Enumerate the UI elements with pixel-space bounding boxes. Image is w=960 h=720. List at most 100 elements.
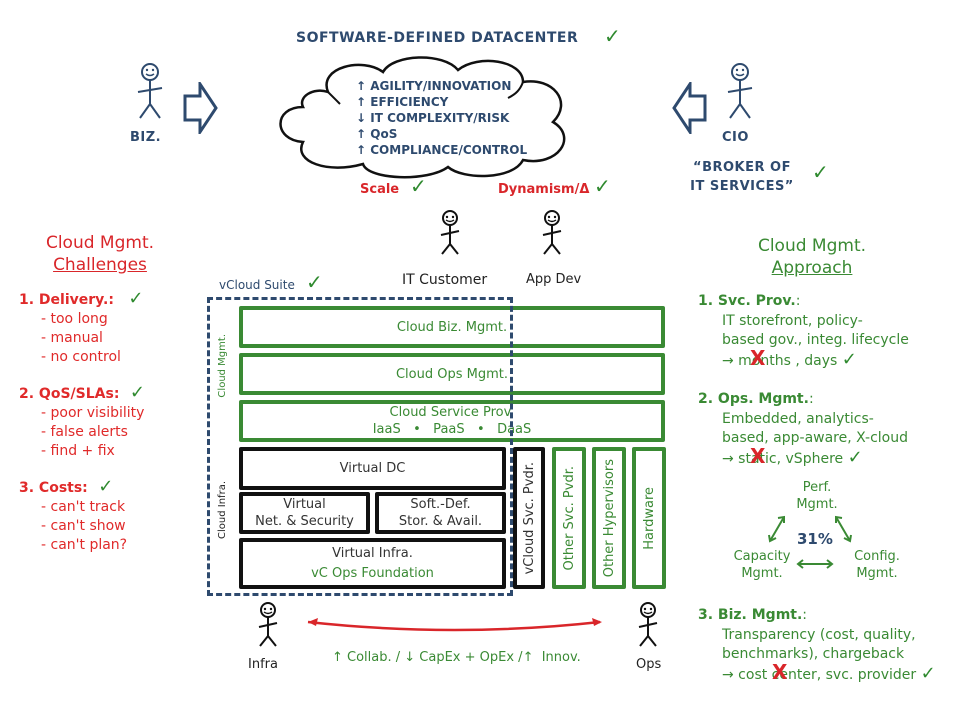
challenges-title: Cloud Mgmt. Challenges <box>20 232 180 276</box>
check-icon: ✓ <box>128 288 144 309</box>
check-icon: ✓ <box>98 476 114 497</box>
check-icon: ✓ <box>847 446 863 468</box>
cloud-biz-mgmt-box: Cloud Biz. Mgmt. <box>239 306 665 348</box>
cloud-mgmt-side-text: Cloud Mgmt. <box>216 334 228 398</box>
cloud-mgmt-side-label: Cloud Mgmt. <box>214 330 230 402</box>
scale-label: Scale <box>360 182 400 197</box>
approach-item-ops-mgmt: 2. Ops. Mgmt.: Embedded, analytics- base… <box>698 390 960 469</box>
it-customer-stick-figure <box>440 210 460 255</box>
approach-title-line: Cloud Mgmt. <box>757 236 867 256</box>
vc-ops-foundation-label: vC Ops Foundation <box>311 566 434 581</box>
right-arrow-icon <box>183 82 218 134</box>
app-dev-label: App Dev <box>526 272 582 287</box>
challenge-sub: - too long <box>41 311 108 327</box>
cloud-service-prov-box: Cloud Service Prov. IaaS • PaaS • DaaS <box>239 400 665 442</box>
cloud-benefit-item: ↓ IT COMPLEXITY/RISK <box>356 111 510 125</box>
other-hypervisors-box: Other Hypervisors <box>592 447 626 589</box>
challenge-sub: - can't track <box>41 499 126 515</box>
collab-text: ↑ Collab. / ↓ CapEx + OpEx /↑ Innov. <box>332 650 581 665</box>
dynamism-label: Dynamism/Δ <box>498 182 590 197</box>
challenge-sub: - false alerts <box>41 424 128 440</box>
cloud-benefit-item: ↑ QoS <box>356 127 398 141</box>
hardware-box: Hardware <box>632 447 666 589</box>
challenge-item: 3. Costs: ✓ - can't track - can't show -… <box>19 478 199 555</box>
soft-def-storage-box: Soft.-Def. Stor. & Avail. <box>375 492 506 534</box>
cio-quote: “BROKER OF IT SERVICES” <box>682 158 802 196</box>
cloud-benefits-list: ↑ AGILITY/INNOVATION ↑ EFFICIENCY ↓ IT C… <box>356 78 527 158</box>
service-types-label: IaaS • PaaS • DaaS <box>372 422 532 437</box>
cloud-benefit-item: ↑ EFFICIENCY <box>356 95 449 109</box>
challenge-head: 3. Costs: <box>19 480 88 496</box>
double-arrow-red <box>307 618 602 632</box>
storage-label: Soft.-Def. <box>410 497 471 512</box>
virtual-dc-box: Virtual DC <box>239 447 506 490</box>
storage-label: Stor. & Avail. <box>398 514 483 529</box>
check-icon: ✓ <box>594 174 611 198</box>
approach-line: Transparency (cost, quality, <box>722 626 916 643</box>
cloud-ops-mgmt-box: Cloud Ops Mgmt. <box>239 353 665 395</box>
approach-line: Embedded, analytics- <box>722 410 874 427</box>
cloud-benefit-item: ↑ AGILITY/INNOVATION <box>356 79 512 93</box>
challenge-sub: - no control <box>41 349 121 365</box>
perf-mgmt-label: Perf. Mgmt. <box>796 480 838 512</box>
left-arrow-icon <box>672 82 707 134</box>
check-icon: ✓ <box>604 24 621 48</box>
biz-stick-figure <box>137 63 163 119</box>
ops-stick-figure <box>638 602 658 647</box>
challenges-title-line: Challenges <box>53 255 147 275</box>
challenge-head: 1. Delivery.: <box>19 292 114 308</box>
approach-line: benchmarks), chargeback <box>722 646 905 662</box>
approach-result: → static, vSphere <box>722 450 844 467</box>
other-svc-pvdr-label: Other Svc. Pvdr. <box>561 465 577 571</box>
approach-item-svc-prov: 1. Svc. Prov.: IT storefront, policy- ba… <box>698 292 960 371</box>
check-icon: ✓ <box>306 270 323 294</box>
vcloud-svc-pvdr-label: vCloud Svc. Pvdr. <box>521 461 537 575</box>
approach-result: → months , days <box>722 352 838 369</box>
approach-head: 2. Ops. Mgmt. <box>698 391 809 407</box>
virtual-net-security-box: Virtual Net. & Security <box>239 492 370 534</box>
hardware-label: Hardware <box>641 486 657 550</box>
check-icon: ✓ <box>129 382 145 403</box>
approach-line: based gov., integ. lifecycle <box>722 332 909 348</box>
ops-label: Ops <box>636 657 662 672</box>
challenge-sub: - poor visibility <box>41 405 145 421</box>
cio-label: CIO <box>722 130 749 145</box>
vcloud-suite-label: vCloud Suite <box>219 278 295 292</box>
net-sec-label: Virtual <box>283 497 326 512</box>
challenge-item: 1. Delivery.: ✓ - too long - manual - no… <box>19 290 199 367</box>
config-mgmt-label: Config. Mgmt. <box>854 549 900 581</box>
approach-line: based, app-aware, X-cloud <box>722 430 908 446</box>
challenge-head: 2. QoS/SLAs: <box>19 386 120 402</box>
cio-quote-line: IT SERVICES” <box>690 179 794 194</box>
check-icon: ✓ <box>841 348 857 370</box>
other-hypervisors-label: Other Hypervisors <box>601 458 617 578</box>
check-icon: ✓ <box>410 174 427 198</box>
approach-item-biz-mgmt: 3. Biz. Mgmt.: Transparency (cost, quali… <box>698 606 960 685</box>
check-icon: ✓ <box>920 662 936 684</box>
virtual-infra-box: Virtual Infra. vC Ops Foundation <box>239 538 506 589</box>
x-mark-icon: X <box>750 443 766 468</box>
cloud-shape <box>279 56 566 179</box>
cloud-infra-side-label: Cloud Infra. <box>214 475 230 545</box>
x-mark-icon: X <box>750 345 766 370</box>
challenge-sub: - can't plan? <box>41 537 128 553</box>
cloud-service-prov-label: Cloud Service Prov. <box>389 405 515 420</box>
challenge-item: 2. QoS/SLAs: ✓ - poor visibility - false… <box>19 384 199 461</box>
check-icon: ✓ <box>812 160 829 184</box>
challenge-sub: - can't show <box>41 518 126 534</box>
it-customer-label: IT Customer <box>402 272 488 288</box>
cloud-ops-mgmt-label: Cloud Ops Mgmt. <box>395 366 509 382</box>
virtual-infra-label: Virtual Infra. <box>332 546 413 561</box>
percent-value: 31% <box>797 530 833 548</box>
triangle-arrows-icon <box>768 515 852 569</box>
biz-label: BIZ. <box>130 130 162 145</box>
approach-title: Cloud Mgmt. Approach <box>732 235 892 279</box>
cloud-benefit-item: ↑ COMPLIANCE/CONTROL <box>356 143 528 157</box>
vcloud-svc-pvdr-box: vCloud Svc. Pvdr. <box>513 447 545 589</box>
infra-stick-figure <box>258 602 278 647</box>
capacity-mgmt-label: Capacity Mgmt. <box>733 549 791 581</box>
approach-title-line: Approach <box>771 258 853 278</box>
virtual-dc-label: Virtual DC <box>339 461 406 476</box>
approach-head: 3. Biz. Mgmt. <box>698 607 803 623</box>
challenges-title-line: Cloud Mgmt. <box>45 233 155 253</box>
